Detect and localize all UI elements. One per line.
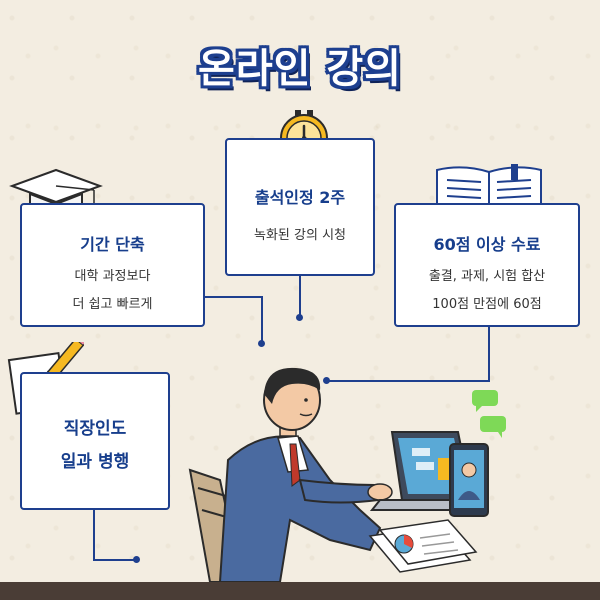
card-period-line-2: 더 쉽고 빠르게 bbox=[72, 297, 153, 312]
connector-work-h bbox=[93, 559, 135, 561]
connector-work-v bbox=[93, 510, 95, 560]
connector-period-v bbox=[261, 296, 263, 342]
connector-period-h bbox=[205, 296, 262, 298]
connector-dot bbox=[258, 340, 265, 347]
card-attendance-line-1: 녹화된 강의 시청 bbox=[254, 228, 346, 243]
connector-attendance-v bbox=[299, 276, 301, 318]
card-completion: 60점 이상 수료 출결, 과제, 시험 합산 100점 만점에 60점 bbox=[394, 203, 580, 327]
card-work-parallel: 직장인도 일과 병행 bbox=[20, 372, 170, 510]
page-title: 온라인 강의 bbox=[198, 46, 402, 92]
card-period-line-1: 대학 과정보다 bbox=[74, 269, 151, 284]
card-completion-title: 60점 이상 수료 bbox=[433, 235, 541, 254]
card-attendance-title: 출석인정 2주 bbox=[254, 188, 346, 207]
floor-strip bbox=[0, 582, 600, 600]
card-period-shortening: 기간 단축 대학 과정보다 더 쉽고 빠르게 bbox=[20, 203, 205, 327]
connector-dot bbox=[323, 377, 330, 384]
card-completion-line-2: 100점 만점에 60점 bbox=[432, 297, 542, 312]
connector-completion-v bbox=[488, 327, 490, 381]
man-working-illustration bbox=[188, 367, 506, 582]
card-attendance: 출석인정 2주 녹화된 강의 시청 bbox=[225, 138, 375, 276]
card-period-title: 기간 단축 bbox=[80, 235, 145, 254]
connector-dot bbox=[296, 314, 303, 321]
card-work-title-line-2: 일과 병행 bbox=[60, 452, 130, 472]
card-work-title-line-1: 직장인도 bbox=[63, 419, 127, 439]
connector-dot bbox=[133, 556, 140, 563]
card-completion-line-1: 출결, 과제, 시험 합산 bbox=[428, 269, 546, 284]
connector-completion-h bbox=[328, 380, 490, 382]
